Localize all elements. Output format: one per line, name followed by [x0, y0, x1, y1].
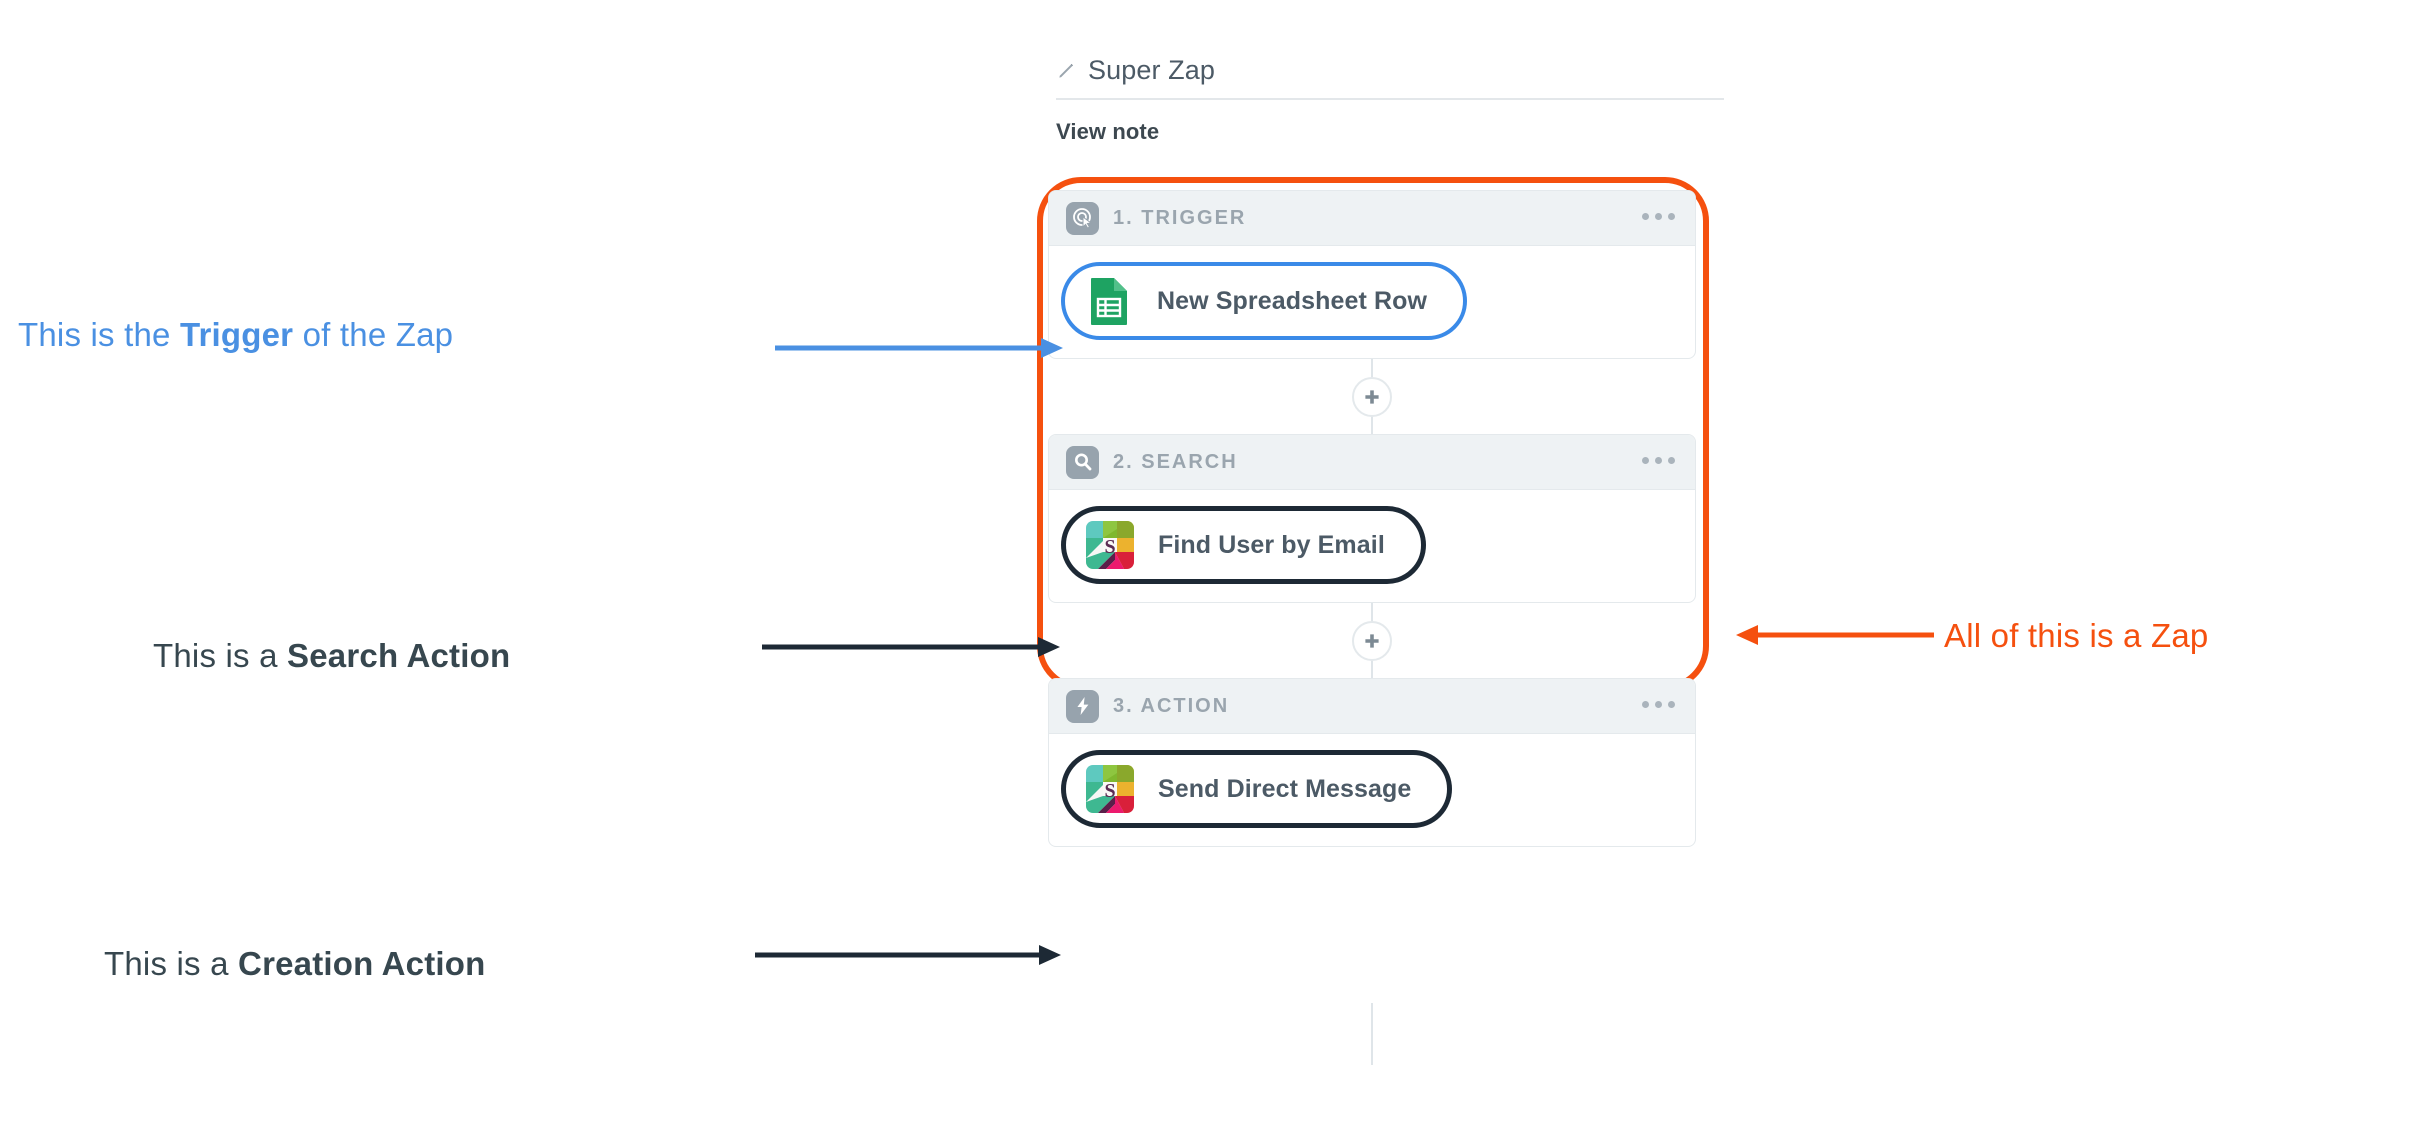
ellipsis-icon[interactable]	[1642, 456, 1675, 468]
step-header: 1. TRIGGER	[1049, 191, 1695, 246]
annotation-emphasis: Creation Action	[238, 945, 486, 982]
add-step-button[interactable]	[1352, 620, 1392, 661]
step-card-action[interactable]: 3. ACTION	[1048, 678, 1696, 847]
annotation-arrow-trigger	[775, 338, 1063, 358]
annotation-prefix: This is a	[104, 945, 239, 982]
step-header: 2. SEARCH	[1049, 435, 1695, 490]
annotation-suffix: All of this is a Zap	[1944, 617, 2209, 654]
svg-text:S: S	[1104, 536, 1115, 558]
annotation-arrow-search	[762, 637, 1060, 657]
lightning-bolt-icon	[1066, 689, 1099, 723]
annotation-trigger-label: This is the Trigger of the Zap	[18, 316, 453, 354]
annotation-emphasis: Trigger	[179, 316, 294, 353]
view-note-link[interactable]: View note	[1056, 119, 1160, 144]
svg-text:S: S	[1104, 780, 1115, 802]
plus-icon	[1365, 633, 1379, 648]
step-connector-2	[1048, 603, 1696, 678]
google-sheets-icon	[1091, 278, 1127, 325]
annotation-arrow-zap	[1736, 625, 1934, 645]
step-label: 2. SEARCH	[1113, 450, 1238, 473]
annotation-zap-label: All of this is a Zap	[1944, 617, 2208, 655]
step-body: New Spreadsheet Row	[1049, 246, 1695, 358]
zap-header: Super Zap View note	[1056, 55, 1726, 145]
step-body: S Send Direct Message	[1049, 734, 1695, 846]
zap-title: Super Zap	[1088, 55, 1215, 85]
app-name: Find User by Email	[1158, 530, 1385, 559]
annotation-emphasis: Search Action	[287, 637, 511, 674]
add-step-button[interactable]	[1352, 376, 1392, 417]
annotation-search-label: This is a Search Action	[153, 637, 510, 675]
plus-icon	[1365, 389, 1379, 404]
zap-steps-list: 1. TRIGGER New Spreadsheet Row	[1048, 190, 1698, 847]
app-pill-search[interactable]: S Find User by Email	[1061, 506, 1426, 584]
step-header: 3. ACTION	[1049, 679, 1695, 734]
magnifier-icon	[1066, 445, 1099, 479]
annotation-suffix: of the Zap	[293, 316, 454, 353]
step-connector-1	[1048, 359, 1696, 434]
slack-icon: S	[1086, 765, 1134, 813]
annotation-creation-label: This is a Creation Action	[104, 945, 486, 983]
slack-icon: S	[1086, 521, 1134, 569]
annotation-prefix: This is the	[18, 316, 180, 353]
step-card-search[interactable]: 2. SEARCH	[1048, 434, 1696, 603]
zap-title-row[interactable]: Super Zap	[1056, 55, 1724, 100]
app-pill-trigger[interactable]: New Spreadsheet Row	[1061, 262, 1468, 340]
annotation-prefix: This is a	[153, 637, 288, 674]
ellipsis-icon[interactable]	[1642, 212, 1675, 224]
connector-tail-line	[1371, 1003, 1373, 1065]
app-name: New Spreadsheet Row	[1157, 286, 1428, 315]
annotation-arrow-creation	[755, 945, 1061, 965]
step-label: 3. ACTION	[1113, 694, 1230, 717]
step-card-trigger[interactable]: 1. TRIGGER New Spreadsheet Row	[1048, 190, 1696, 359]
target-cursor-icon	[1066, 201, 1099, 235]
step-body: S Find User by Email	[1049, 490, 1695, 602]
step-label: 1. TRIGGER	[1113, 206, 1247, 229]
app-name: Send Direct Message	[1158, 774, 1412, 803]
app-pill-action[interactable]: S Send Direct Message	[1061, 750, 1453, 828]
pencil-icon[interactable]	[1056, 61, 1076, 81]
ellipsis-icon[interactable]	[1642, 700, 1675, 712]
